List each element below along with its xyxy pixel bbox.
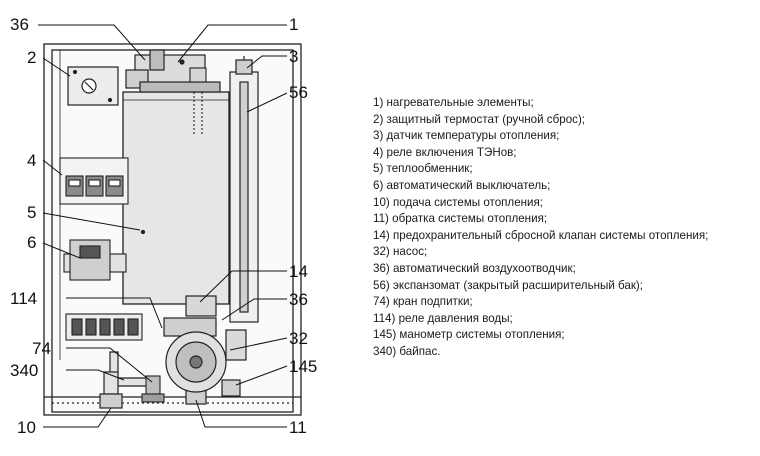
parts-legend: 1) нагревательные элементы; 2) защитный … xyxy=(373,95,758,361)
legend-item-3: 3) датчик температуры отопления; xyxy=(373,129,560,143)
callout-1: 1 xyxy=(289,15,298,34)
callout-56: 56 xyxy=(289,83,308,102)
callout-4: 4 xyxy=(27,151,36,170)
callout-3: 3 xyxy=(289,47,298,66)
legend-item-56: 56) экспанзомат (закрытый расширительный… xyxy=(373,278,644,292)
leader-lines xyxy=(38,24,288,428)
callout-36-right: 36 xyxy=(289,290,308,309)
legend-item-1: 1) нагревательные элементы; xyxy=(373,96,534,109)
callout-2: 2 xyxy=(27,48,36,67)
callout-145: 145 xyxy=(289,357,317,376)
callout-11: 11 xyxy=(289,418,307,437)
callout-6: 6 xyxy=(27,233,36,252)
legend-item-340: 340) байпас. xyxy=(373,344,441,358)
legend-item-2: 2) защитный термостат (ручной сброс); xyxy=(373,112,586,126)
legend-item-10: 10) подача системы отопления; xyxy=(373,195,544,209)
legend-item-14: 14) предохранительный сбросной клапан си… xyxy=(373,228,709,242)
protective-thermostat xyxy=(67,66,119,106)
legend-item-6: 6) автоматический выключатель; xyxy=(373,178,551,192)
pump-assembly xyxy=(163,295,247,393)
callout-36-top: 36 xyxy=(10,15,29,34)
legend-item-36: 36) автоматический воздухоотводчик; xyxy=(373,261,576,275)
expansion-vessel xyxy=(229,56,259,323)
legend-item-74: 74) кран подпитки; xyxy=(373,295,473,309)
heater-relays xyxy=(59,157,129,205)
legend-item-32: 32) насос; xyxy=(373,245,428,259)
heat-exchanger xyxy=(122,91,230,305)
callout-14: 14 xyxy=(289,262,308,281)
temperature-sensor xyxy=(189,67,207,136)
top-fittings xyxy=(125,49,221,93)
legend-item-5: 5) теплообменник; xyxy=(373,162,473,176)
callout-5: 5 xyxy=(27,203,36,222)
legend-item-11: 11) обратка системы отопления; xyxy=(373,212,548,226)
legend-item-114: 114) реле давления воды; xyxy=(373,311,513,325)
terminal-block xyxy=(65,313,143,341)
callout-74: 74 xyxy=(32,339,51,358)
circuit-breaker xyxy=(63,239,127,281)
legend-item-145: 145) манометр системы отопления; xyxy=(373,328,565,342)
callout-114: 114 xyxy=(10,289,37,308)
pipes xyxy=(99,351,241,409)
callout-340: 340 xyxy=(10,361,38,380)
legend-item-4: 4) реле включения ТЭНов; xyxy=(373,145,517,159)
callout-10: 10 xyxy=(17,418,36,437)
callout-32: 32 xyxy=(289,329,308,348)
